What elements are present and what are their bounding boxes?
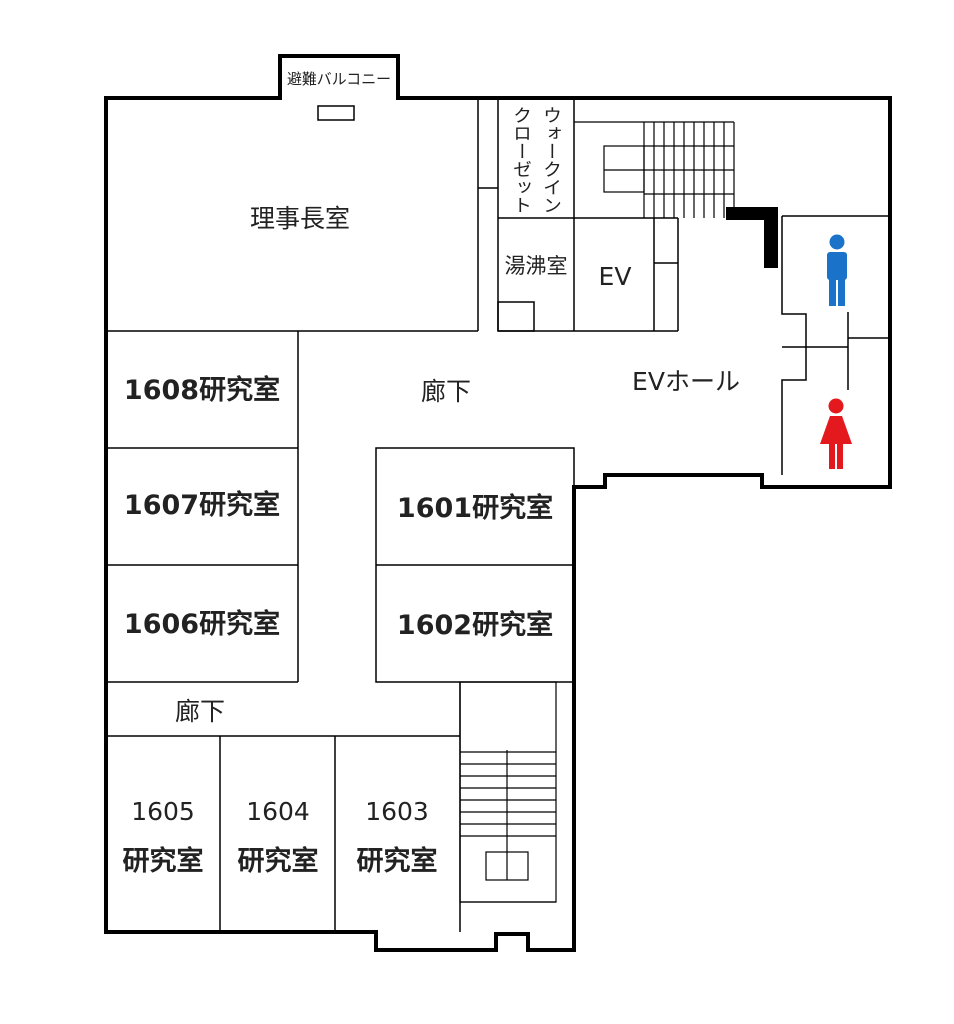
- room-1606-label: 1606研究室: [124, 608, 280, 640]
- balcony-window: [317, 105, 355, 121]
- male-restroom-icon: [827, 234, 847, 306]
- room-1604-number: 1604: [246, 797, 310, 826]
- director-room-label: 理事長室: [250, 204, 350, 233]
- center-rooms: [375, 447, 575, 683]
- room-1605-word: 研究室: [123, 845, 204, 877]
- room-1607-label: 1607研究室: [124, 489, 280, 521]
- director-room: [106, 98, 479, 332]
- room-1605-number: 1605: [131, 797, 195, 826]
- corridor-lower-label: 廊下: [175, 697, 225, 726]
- restroom-walls: [781, 215, 890, 475]
- building-outline: [104, 54, 892, 952]
- room-1604-word: 研究室: [238, 845, 319, 877]
- closet-label-col2: クローゼット: [510, 106, 532, 214]
- elevator-label: EV: [599, 262, 632, 291]
- upper-stair: [574, 121, 735, 218]
- elevator-hall-label: EVホール: [632, 367, 740, 396]
- left-rooms: [106, 331, 299, 683]
- lower-stair: [459, 681, 557, 903]
- corridor-upper-label: 廊下: [421, 377, 471, 406]
- female-restroom-icon: [820, 398, 852, 469]
- room-1603-word: 研究室: [357, 845, 438, 877]
- structural-column: [726, 207, 778, 268]
- balcony-label: 避難バルコニー: [287, 70, 391, 88]
- room-1601-label: 1601研究室: [397, 492, 553, 524]
- room-1603-number: 1603: [365, 797, 429, 826]
- closet-label-col1: ウォークイン: [540, 106, 562, 214]
- kitchen-label: 湯沸室: [505, 254, 568, 278]
- room-1608-label: 1608研究室: [124, 374, 280, 406]
- service-core: [478, 98, 679, 332]
- room-1602-label: 1602研究室: [397, 609, 553, 641]
